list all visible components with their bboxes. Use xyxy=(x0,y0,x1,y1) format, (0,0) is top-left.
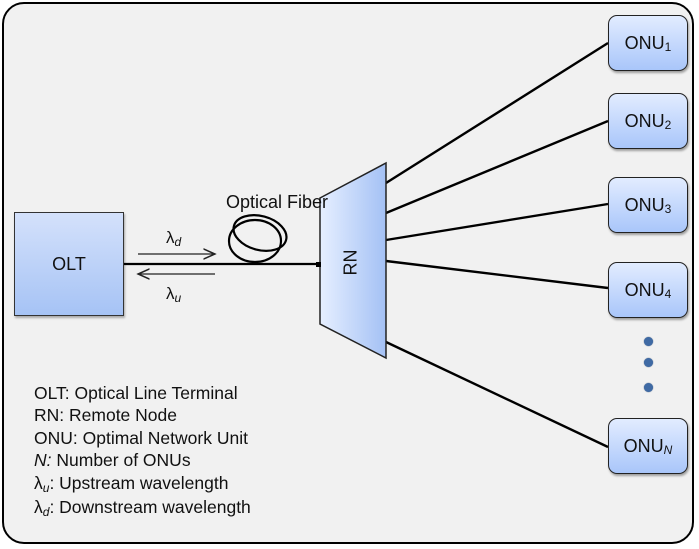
ellipsis-dot xyxy=(644,337,653,346)
legend-item-onu: ONU: Optimal Network Unit xyxy=(34,427,248,448)
rn-onu-link xyxy=(385,202,609,242)
legend-item-olt: OLT: Optical Line Terminal xyxy=(34,383,238,403)
downstream-wavelength-label: λd xyxy=(166,228,182,249)
legend-item-n: N: Number of ONUs xyxy=(34,450,191,471)
optical-fiber-label: Optical Fiber xyxy=(226,192,329,212)
ellipsis-dot xyxy=(644,358,653,367)
olt-label: OLT xyxy=(52,253,86,274)
fiber-coil-loop xyxy=(227,218,283,264)
rn-label: RN xyxy=(340,249,361,276)
rn-onu-link xyxy=(385,41,609,185)
legend-item-downstream: λd: Downstream wavelength xyxy=(34,497,251,520)
remote-node-shape xyxy=(319,161,387,360)
legend: OLT: Optical Line Terminal RN: Remote No… xyxy=(34,382,251,520)
legend-item-rn: RN: Remote Node xyxy=(34,405,177,426)
fiber-connector xyxy=(316,262,321,267)
upstream-wavelength-label: λu xyxy=(166,284,182,305)
olt-box: OLT xyxy=(14,212,124,316)
ellipsis-dot xyxy=(644,383,653,392)
rn-onu-link xyxy=(385,259,609,290)
legend-item-upstream: λu: Upstream wavelength xyxy=(34,472,229,495)
fiber-coil-loop xyxy=(232,214,288,252)
rn-onu-link xyxy=(385,119,609,215)
rn-onu-link xyxy=(385,340,609,449)
